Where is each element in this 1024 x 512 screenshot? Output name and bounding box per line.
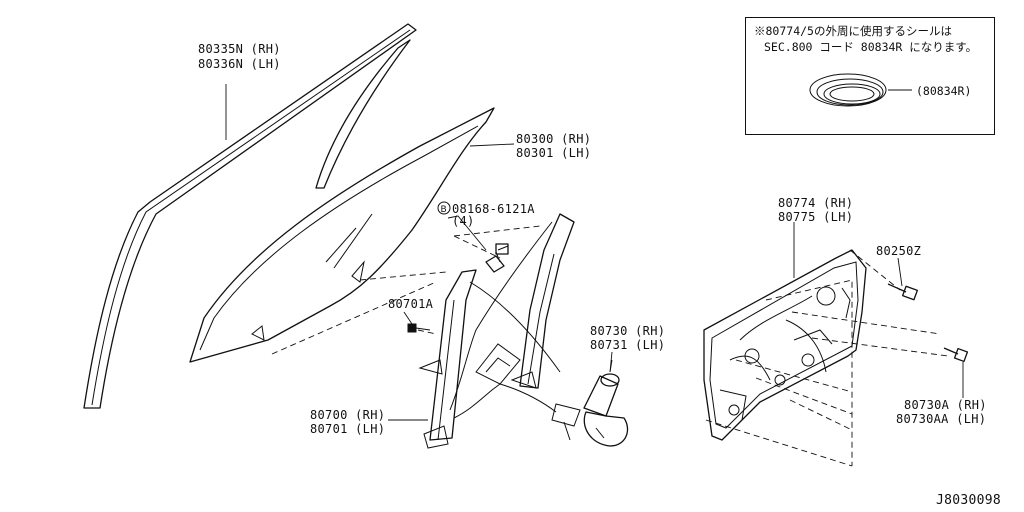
leader-lines (225, 84, 964, 421)
bolt-80250z (887, 283, 918, 301)
label-motor-alt-lh: 80730AA (LH) (896, 412, 987, 426)
label-motor-lh: 80731 (LH) (590, 338, 666, 352)
label-bolt-a-qty: (4) (452, 214, 475, 228)
note-box: ※80774/5の外周に使用するシールは SEC.800 コード 80834R … (745, 17, 995, 135)
b-symbol-icon: B (437, 201, 451, 215)
label-regulator-rh: 80700 (RH) (310, 408, 386, 422)
svg-text:B: B (441, 205, 447, 215)
label-glass-lh: 80301 (LH) (516, 146, 592, 160)
label-panel-lh: 80775 (LH) (778, 210, 854, 224)
regulator-motor (551, 359, 629, 447)
label-glass-rh: 80300 (RH) (516, 132, 592, 146)
label-bolt-b: 80250Z (876, 244, 922, 258)
door-sash-channel (83, 23, 417, 409)
door-glass (189, 107, 495, 363)
door-module-panel (703, 249, 867, 441)
label-sash-rh: 80335N (RH) (198, 42, 281, 56)
label-motor-alt-rh: 80730A (RH) (904, 398, 987, 412)
seal-callout: (80834R) (916, 84, 972, 98)
note-line-2: SEC.800 コード 80834R になります。 (764, 40, 978, 54)
window-regulator (418, 213, 575, 449)
clip-80701a (407, 323, 431, 333)
label-bolt-a-code: 08168-6121A (452, 202, 535, 216)
label-sash-lh: 80336N (LH) (198, 57, 281, 71)
alignment-lines (271, 225, 949, 467)
bolt-80730a (943, 347, 969, 363)
note-line-1: ※80774/5の外周に使用するシールは (754, 24, 952, 38)
label-regulator-lh: 80701 (LH) (310, 422, 386, 436)
label-motor-rh: 80730 (RH) (590, 324, 666, 338)
seal-ring (809, 73, 912, 107)
diagram-id: J8030098 (936, 493, 1002, 508)
bolt-08168-6121a (485, 243, 509, 273)
label-clip: 80701A (388, 297, 434, 311)
label-panel-rh: 80774 (RH) (778, 196, 854, 210)
